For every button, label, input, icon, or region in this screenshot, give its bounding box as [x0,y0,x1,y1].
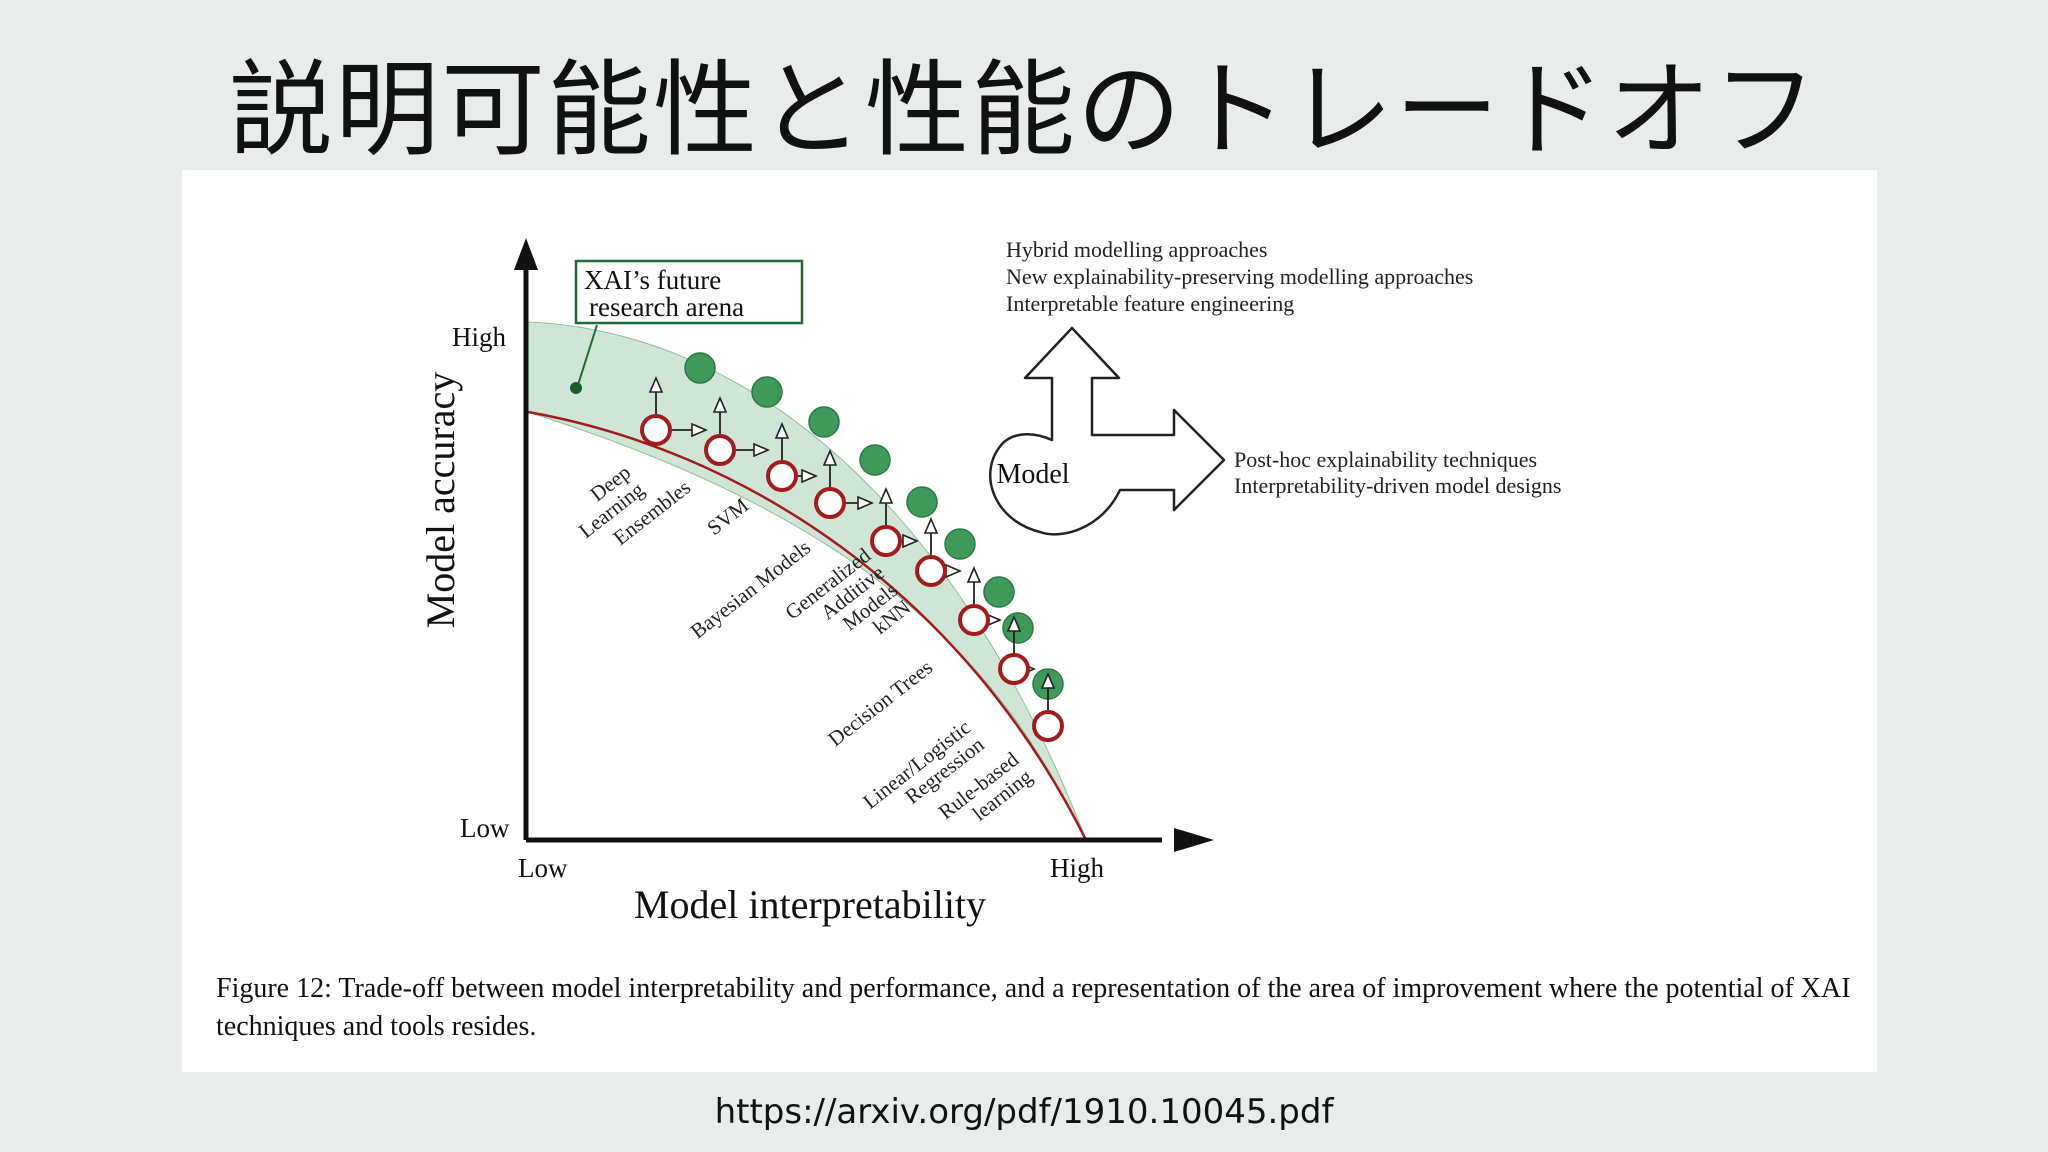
model-family-ring [704,434,736,466]
frontier-curve [527,410,1089,843]
future-dot [684,352,716,384]
upward-arrow-head [923,516,939,534]
figure-caption: Figure 12: Trade-off between model inter… [216,973,1851,1042]
upward-arrow-head [712,395,728,413]
model-family-label: Decision Trees [823,655,937,751]
x-high-tick: High [1050,853,1105,883]
future-dot [859,444,891,476]
future-arena-box [574,259,804,325]
upward-arrow-head [1040,671,1056,689]
future-arena-pointer [576,324,598,389]
y-axis-arrowhead [514,238,538,270]
upward-arrow-head [774,421,790,439]
x-axis-label: Model interpretability [634,882,986,927]
future-dot [906,486,938,518]
model-family-label: Bayesian Models [686,535,815,643]
upward-arrow-head [878,486,894,504]
model-family-ring [915,555,947,587]
model-family-label: Linear/LogisticRegression [858,715,989,831]
model-family-label-line: Decision Trees [823,655,937,751]
upward-note-3: Interpretable feature engineering [1006,291,1294,316]
model-family-label: SVM [702,493,753,540]
future-dot [983,576,1015,608]
model-family-ring [958,604,990,636]
upward-arrow-head [648,375,664,393]
x-axis-arrowhead [1174,828,1214,852]
upward-arrow-head [822,448,838,466]
upward-note-1: Hybrid modelling approaches [1006,237,1268,262]
rightward-arrow-head [753,442,771,458]
y-low-tick: Low [460,813,510,843]
future-arena-pointer-dot [570,382,582,394]
figure-panel: Model accuracy Model interpretability Hi… [182,170,1877,1072]
upward-arrow-head [1006,614,1022,632]
future-arena-line2: research arena [589,292,744,322]
rightward-note-2: Interpretability-driven model designs [1234,473,1561,498]
upward-arrow-head [966,565,982,583]
model-family-ring [1032,710,1064,742]
y-axis-label: Model accuracy [418,372,463,629]
future-arena-line1: XAI’s future [584,265,721,295]
rightward-arrow-head [691,422,709,438]
model-family-ring [640,414,672,446]
y-high-tick: High [452,322,507,352]
source-url[interactable]: https://arxiv.org/pdf/1910.10045.pdf [714,1092,1334,1132]
future-dot [944,528,976,560]
model-family-label-line: Bayesian Models [686,535,815,643]
future-dot [751,376,783,408]
rightward-arrow-head [902,533,920,549]
upward-note-2: New explainability-preserving modelling … [1006,264,1473,289]
model-family-ring [870,525,902,557]
rightward-arrow-head [857,495,875,511]
model-block-arrow-icon [988,326,1226,536]
tradeoff-diagram: Model accuracy Model interpretability Hi… [418,237,1561,927]
slide-title: 説明可能性と性能のトレードオフ [228,49,1819,171]
rightward-note-1: Post-hoc explainability techniques [1234,447,1537,472]
model-family-label-line: SVM [702,493,753,540]
model-family-ring [998,653,1030,685]
future-dot [808,406,840,438]
model-family-ring [766,460,798,492]
rightward-arrow-head [945,563,963,579]
x-low-tick: Low [518,853,568,883]
model-label: Model [996,459,1069,490]
rightward-arrow-head [801,468,819,484]
model-family-ring [814,487,846,519]
